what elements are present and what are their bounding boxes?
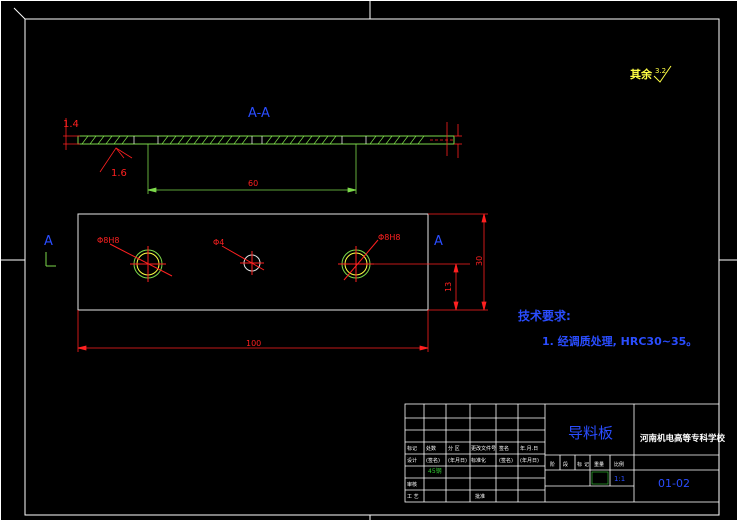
length-label: 100: [246, 339, 261, 348]
plate-outline: [77, 213, 429, 311]
tb-row-count: 处数: [426, 445, 436, 452]
tb-stage-4: 记: [584, 461, 589, 468]
title-block-text: 导料板 河南机电高等专科学校 01-02 45钢 1:1 标记 处数 分 区 更…: [407, 424, 726, 500]
section-title: A-A: [248, 106, 270, 121]
tb-standard-date: (年月日): [520, 457, 539, 464]
tb-design: 设计: [407, 457, 417, 464]
tb-row-date: 年.月.日: [520, 445, 538, 452]
tb-material: 45钢: [428, 467, 442, 475]
section-spacing-label: 60: [248, 179, 258, 188]
tb-row-doc: 更改文件号: [471, 445, 496, 452]
tb-stage-3: 标: [577, 461, 582, 468]
tech-notes: 技术要求: 1. 经调质处理, HRC30~35。: [518, 308, 697, 348]
notes-item-1: 1. 经调质处理, HRC30~35。: [542, 334, 697, 348]
section-hatch: [81, 135, 425, 145]
tb-school: 河南机电高等专科学校: [640, 433, 726, 444]
tb-design-date: (年月日): [448, 457, 467, 464]
main-view: A A Φ8H8 Φ4 Φ8H8: [44, 213, 488, 352]
tb-row-zone: 分 区: [448, 445, 460, 452]
section-view: A-A: [63, 106, 462, 194]
roughness-label: 其余: [630, 67, 653, 81]
tb-review: 审核: [407, 481, 417, 488]
notes-title: 技术要求:: [518, 308, 571, 323]
title-block: [404, 403, 720, 503]
tb-row-sign: 签名: [499, 445, 509, 452]
roughness-note: 其余 3.2: [630, 65, 672, 83]
tb-stage-2: 段: [563, 461, 568, 468]
hole-right-label: Φ8H8: [378, 233, 401, 242]
tb-design-sign: (签名): [426, 457, 440, 464]
hole-right: [338, 239, 379, 282]
cut-marker-left: [45, 252, 56, 267]
hole-middle: [221, 245, 265, 275]
hole-left-label: Φ8H8: [97, 236, 120, 245]
cut-marker-left-label: A: [44, 234, 53, 249]
tb-process: 工 艺: [407, 494, 419, 500]
hole-mid-label: Φ4: [213, 238, 224, 247]
tb-approve: 批准: [475, 493, 485, 500]
section-step-label: 1.6: [111, 168, 127, 179]
tb-part-name: 导料板: [568, 424, 613, 442]
section-thickness-label: 1.4: [63, 119, 79, 130]
tb-standard: 标准化: [471, 457, 486, 464]
tb-weight: 重量: [594, 461, 604, 468]
tb-drawing-no: 01-02: [658, 477, 690, 490]
hole-left: [109, 243, 173, 282]
height-label: 30: [475, 256, 484, 266]
tb-row-mark: 标记: [407, 445, 417, 452]
tb-stage-1: 阶: [550, 461, 555, 468]
tb-ratio: 比例: [614, 461, 624, 468]
tb-scale: 1:1: [614, 475, 625, 483]
tb-standard-sign: (签名): [499, 457, 513, 464]
roughness-value: 3.2: [655, 67, 666, 75]
offset-label: 13: [444, 282, 453, 292]
cut-marker-right-label: A: [434, 234, 443, 249]
